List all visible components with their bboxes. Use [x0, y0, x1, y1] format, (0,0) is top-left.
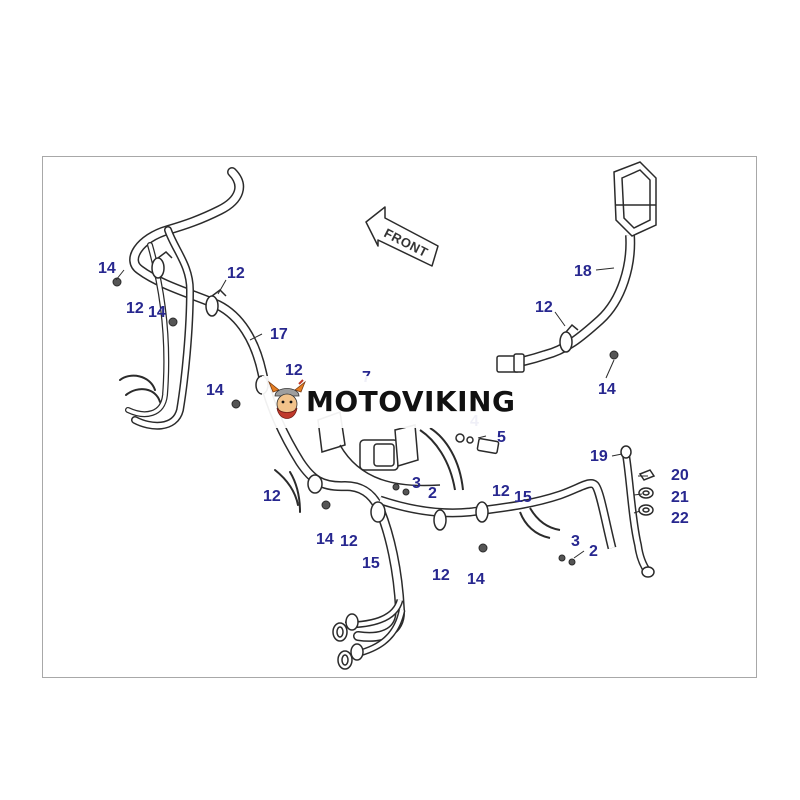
ground-strap-19	[620, 445, 655, 578]
callout-21: 21	[671, 489, 689, 506]
leader-lines	[115, 267, 648, 559]
callout-12: 12	[432, 567, 450, 584]
callout-12: 12	[126, 300, 144, 317]
callout-12: 12	[263, 488, 281, 505]
connector-block-icon	[613, 161, 657, 237]
harness-18	[504, 234, 636, 370]
bolt-icon	[112, 277, 619, 566]
fuse-icon	[455, 433, 500, 455]
connector-small-icon	[496, 353, 525, 373]
callout-17: 17	[270, 326, 288, 343]
callout-12: 12	[340, 533, 358, 550]
watermark-text: MOTOVIKING	[306, 385, 516, 418]
callout-2: 2	[589, 543, 598, 560]
callout-22: 22	[671, 510, 689, 527]
diagram-frame	[42, 156, 757, 678]
callout-2: 2	[428, 485, 437, 502]
bolt-nut-washer-icon	[638, 469, 656, 516]
callout-3: 3	[412, 475, 421, 492]
callout-12: 12	[535, 299, 553, 316]
callout-14: 14	[148, 304, 166, 321]
callout-20: 20	[671, 467, 689, 484]
connector-plug-icon	[332, 613, 364, 670]
callout-18: 18	[574, 263, 592, 280]
callout-12: 12	[492, 483, 510, 500]
callout-19: 19	[590, 448, 608, 465]
callouts: 14 12 12 14 17 12 7 14 18 12 14 4 5 19 2…	[98, 260, 689, 588]
callout-12: 12	[285, 362, 303, 379]
callout-14: 14	[98, 260, 116, 277]
callout-15: 15	[514, 489, 532, 506]
callout-15: 15	[362, 555, 380, 572]
callout-3: 3	[571, 533, 580, 550]
callout-14: 14	[598, 381, 616, 398]
callout-12: 12	[227, 265, 245, 282]
watermark-banner	[262, 376, 534, 428]
callout-14: 14	[206, 382, 224, 399]
callout-5: 5	[497, 429, 506, 446]
callout-14: 14	[316, 531, 334, 548]
viking-logo-icon	[268, 379, 306, 419]
callout-14: 14	[467, 571, 485, 588]
